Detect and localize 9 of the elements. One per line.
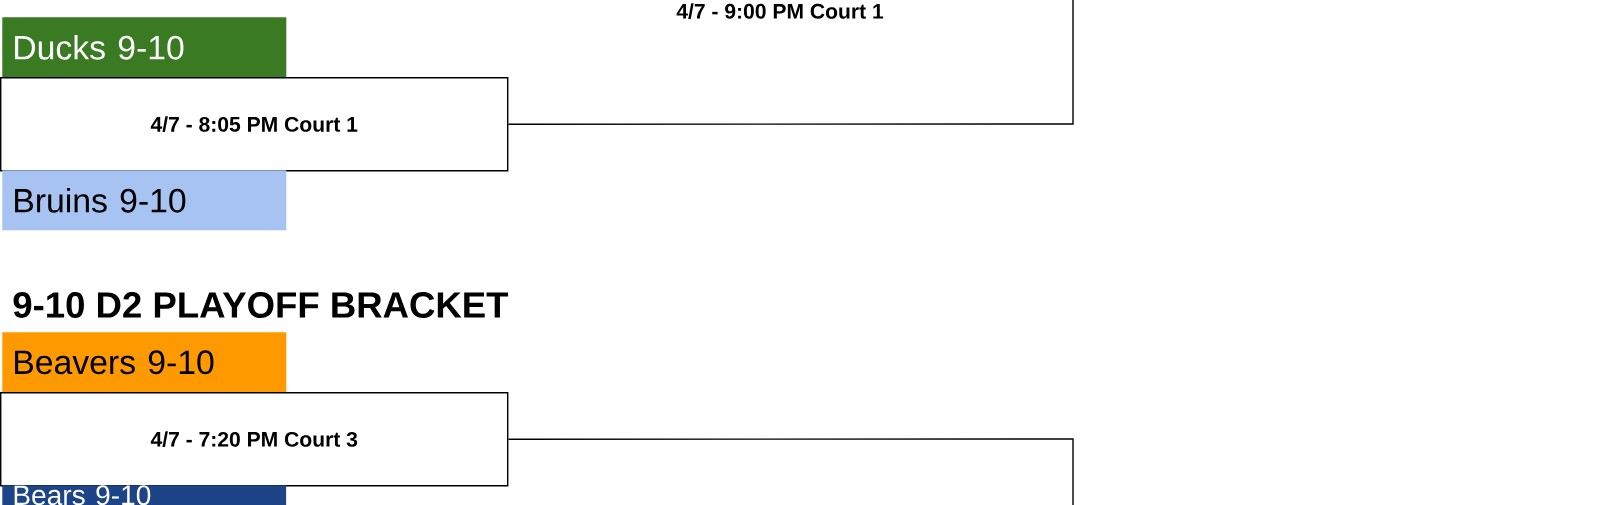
bracket-line xyxy=(507,438,1074,505)
bracket-title: 9-10 D2 PLAYOFF BRACKET xyxy=(13,292,509,318)
match-label: 4/7 - 9:00 PM Court 1 xyxy=(676,3,884,19)
team-box: Ducks 9-10 xyxy=(2,17,287,78)
team-box: Bears 9-10 xyxy=(2,485,287,505)
bracket-line xyxy=(507,0,1074,125)
team-box: Bruins 9-10 xyxy=(2,170,287,231)
game-box: 4/7 - 8:05 PM Court 1 xyxy=(0,77,509,172)
team-box: Beavers 9-10 xyxy=(2,332,287,393)
